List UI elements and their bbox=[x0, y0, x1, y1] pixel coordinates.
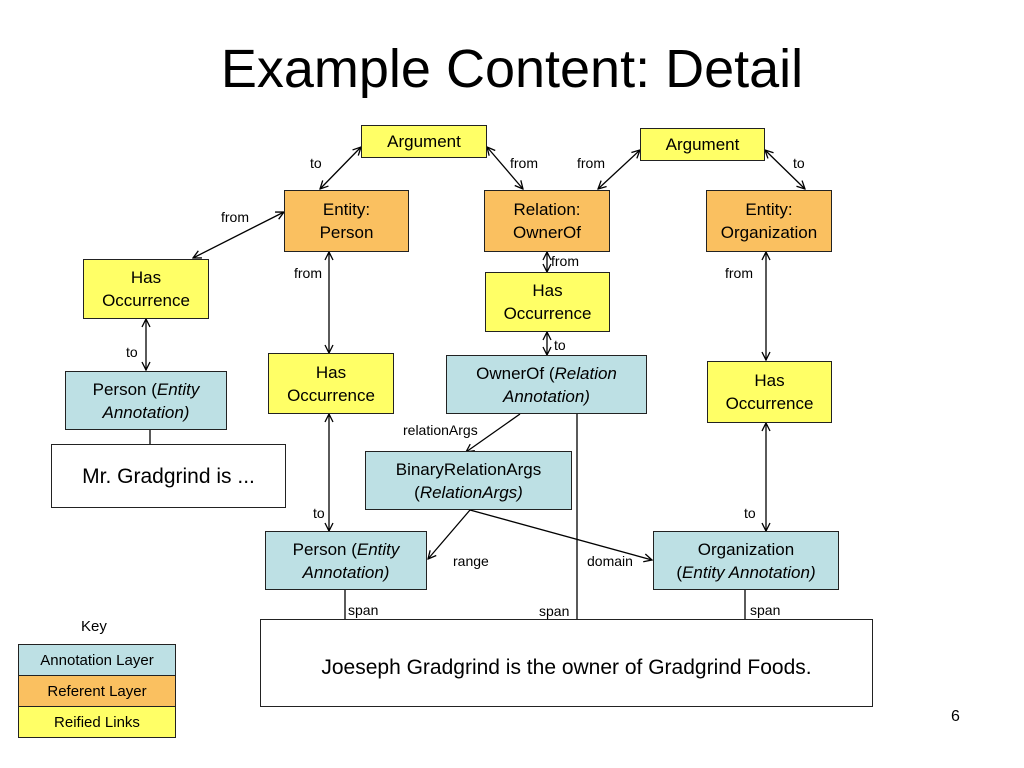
node-label-line1: Has bbox=[130, 268, 162, 287]
edge-label-from: from bbox=[510, 155, 538, 171]
node-label-line2: Organization bbox=[720, 223, 818, 242]
key-item-annotation-layer: Annotation Layer bbox=[18, 644, 176, 676]
node-label-prefix: OwnerOf ( bbox=[476, 363, 555, 383]
edge-label-from: from bbox=[294, 265, 322, 281]
edge-label-to: to bbox=[744, 505, 756, 521]
node-label-italic-line2: Annotation) bbox=[302, 562, 390, 582]
edge-label-span: span bbox=[539, 603, 570, 619]
edge-label-domain: domain bbox=[587, 553, 633, 569]
edge-argleft-relation bbox=[487, 147, 523, 189]
node-label-line1: Has bbox=[532, 281, 563, 300]
node-label-italic-line2: Annotation) bbox=[102, 402, 190, 422]
node-label-italic: Entity bbox=[356, 539, 400, 559]
edge-label-to: to bbox=[313, 505, 325, 521]
edge-label-from: from bbox=[577, 155, 605, 171]
edge-argleft-person bbox=[320, 147, 361, 189]
node-label: Argument bbox=[387, 132, 461, 151]
node-label-italic: Relation bbox=[554, 363, 617, 383]
entity-person-node: Entity: Person bbox=[284, 190, 409, 252]
binary-relation-args-node: BinaryRelationArgs (RelationArgs) bbox=[365, 451, 572, 510]
edge-label-to: to bbox=[554, 337, 566, 353]
edge-argright-org bbox=[765, 150, 805, 189]
node-label-line1: Entity: bbox=[745, 200, 793, 219]
edge-label-from: from bbox=[551, 253, 579, 269]
node-label-italic-line2: Annotation) bbox=[503, 386, 590, 406]
node-label-line1: Organization bbox=[697, 539, 795, 559]
key-item-reified-links: Reified Links bbox=[18, 706, 176, 738]
key-item-label: Reified Links bbox=[54, 713, 140, 731]
edge-label-to: to bbox=[310, 155, 322, 171]
edge-label-to: to bbox=[793, 155, 805, 171]
node-label-open: ( bbox=[676, 562, 683, 582]
organization-annotation-node: Organization (Entity Annotation) bbox=[653, 531, 839, 590]
edge-label-range: range bbox=[453, 553, 489, 569]
sentence-content: Joeseph Gradgrind is the owner of Gradgr… bbox=[321, 656, 812, 679]
node-label-line2: Occurrence bbox=[102, 291, 190, 310]
edge-argright-relation bbox=[598, 150, 640, 189]
edge-binaryargs-person bbox=[428, 509, 471, 559]
text-content: Mr. Gradgrind is ... bbox=[82, 464, 255, 488]
node-label-line1: BinaryRelationArgs bbox=[395, 459, 542, 479]
node-label: Argument bbox=[665, 135, 740, 154]
mr-gradgrind-text-box: Mr. Gradgrind is ... bbox=[51, 444, 286, 508]
edge-binaryargs-org bbox=[469, 509, 652, 560]
sentence-text-box: Joeseph Gradgrind is the owner of Gradgr… bbox=[260, 619, 873, 707]
node-label-line1: Has bbox=[315, 362, 347, 382]
key-item-referent-layer: Referent Layer bbox=[18, 675, 176, 707]
relation-ownerof-node: Relation: OwnerOf bbox=[484, 190, 610, 252]
node-label-italic: RelationArgs) bbox=[419, 482, 523, 502]
node-label-line2: Occurrence bbox=[287, 385, 375, 405]
node-label-line1: Relation: bbox=[513, 200, 581, 219]
argument-right-node: Argument bbox=[640, 128, 765, 161]
edge-person-hasocc-farleft bbox=[193, 212, 284, 258]
node-label-line1: Has bbox=[754, 371, 785, 390]
edge-label-span: span bbox=[348, 602, 379, 618]
edge-label-span: span bbox=[750, 602, 781, 618]
node-label-line2: Occurrence bbox=[725, 394, 814, 413]
node-label-line2: OwnerOf bbox=[512, 223, 582, 242]
node-label-italic: Entity bbox=[156, 379, 200, 399]
edge-ownerof-binaryargs bbox=[466, 413, 521, 452]
node-label-line2: Person bbox=[319, 223, 374, 242]
node-label-prefix: Person ( bbox=[92, 379, 157, 399]
key-item-label: Referent Layer bbox=[47, 682, 147, 700]
page-number: 6 bbox=[951, 708, 960, 725]
edge-label-relation-args: relationArgs bbox=[403, 422, 478, 438]
node-label-open: ( bbox=[414, 482, 420, 502]
page-title: Example Content: Detail bbox=[220, 39, 804, 99]
entity-organization-node: Entity: Organization bbox=[706, 190, 832, 252]
argument-left-node: Argument bbox=[361, 125, 487, 158]
node-label-italic: Entity Annotation) bbox=[682, 562, 816, 582]
node-label-line2: Occurrence bbox=[503, 304, 592, 323]
node-label-line1: Entity: bbox=[322, 200, 371, 219]
key-title: Key bbox=[81, 618, 107, 635]
edge-label-to: to bbox=[126, 344, 138, 360]
edge-label-from: from bbox=[221, 209, 249, 225]
key-legend: Annotation Layer Referent Layer Reified … bbox=[18, 644, 176, 738]
key-item-label: Annotation Layer bbox=[40, 651, 154, 669]
node-label-prefix: Person ( bbox=[292, 539, 357, 559]
edge-label-from: from bbox=[725, 265, 753, 281]
